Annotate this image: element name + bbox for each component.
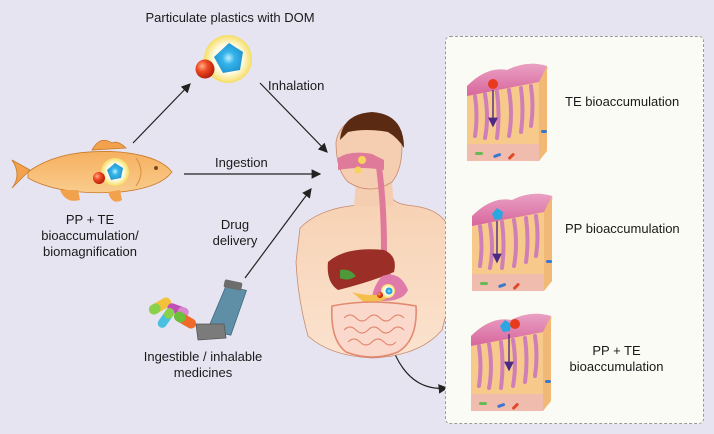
drug-delivery-label: Drug delivery [200, 217, 270, 249]
inhalation-label: Inhalation [268, 78, 325, 93]
pp-te-bioaccumulation-label: PP + TE bioaccumulation [565, 343, 668, 375]
drug-delivery-line-2: delivery [212, 233, 258, 248]
particulate-plastic-icon [195, 35, 252, 83]
pills-icon [148, 297, 197, 329]
pp-te-label-line-1: PP + TE [592, 343, 641, 358]
tissue-block-pp [472, 193, 553, 291]
pp-te-label-line-2: bioaccumulation [569, 359, 664, 374]
fish-caption: PP + TE bioaccumulation/ biomagnificatio… [30, 212, 150, 260]
fish-icon [11, 139, 173, 202]
particulate-plastics-label: Particulate plastics with DOM [145, 10, 315, 25]
tissue-block-te [467, 63, 548, 161]
arrow-fish-to-particle [132, 83, 191, 144]
human-digestive-system-icon [295, 112, 459, 359]
tissue-block-pp-te [471, 313, 552, 411]
medicines-caption: Ingestible / inhalable medicines [138, 349, 268, 381]
drug-delivery-line-1: Drug [220, 217, 250, 232]
arrow-inhalation [259, 82, 328, 153]
medicines-caption-line-1: Ingestible / inhalable [143, 349, 263, 364]
pp-bioaccumulation-label: PP bioaccumulation [565, 221, 680, 236]
ingestion-label: Ingestion [215, 155, 268, 170]
fish-caption-line-3: biomagnification [43, 244, 137, 259]
arrow-drug-delivery [244, 188, 312, 279]
fish-caption-line-1: PP + TE [65, 212, 115, 227]
inhaler-icon [195, 279, 248, 341]
medicines-caption-line-2: medicines [173, 365, 233, 380]
fish-caption-line-2: bioaccumulation/ [41, 228, 139, 243]
te-bioaccumulation-label: TE bioaccumulation [565, 94, 680, 109]
